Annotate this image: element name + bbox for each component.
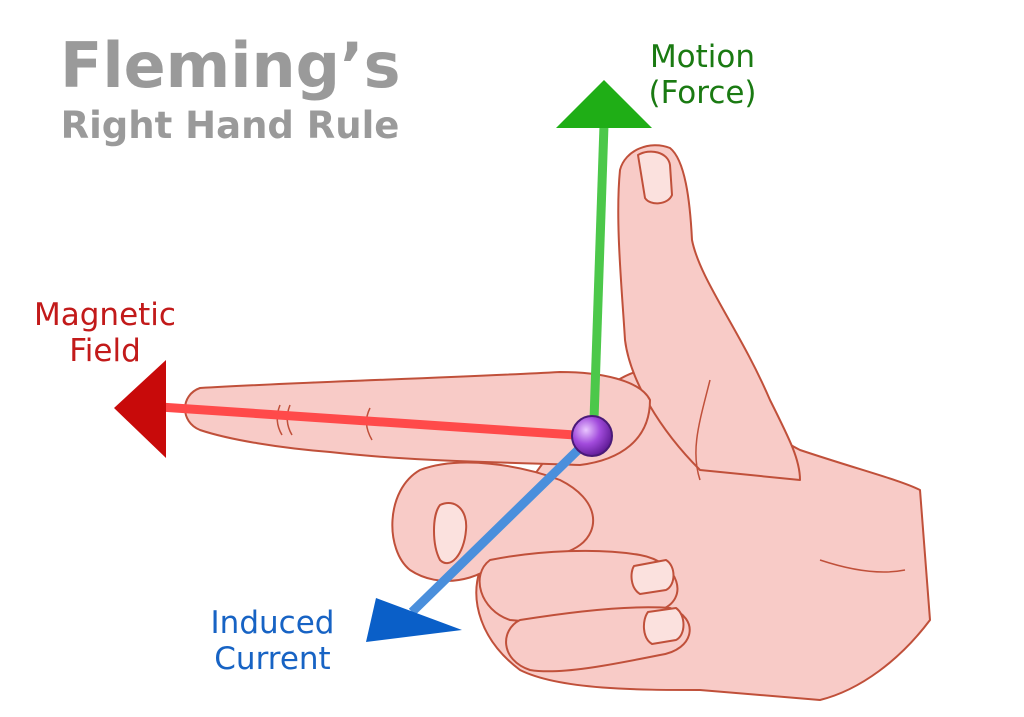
magnetic-label-line1: Magnetic: [34, 297, 176, 333]
magnetic-arrow-line: [159, 402, 591, 441]
current-arrowhead: [366, 598, 462, 642]
index-finger: [184, 371, 651, 466]
thumb-nail: [637, 150, 673, 205]
induced-label-line1: Induced: [210, 605, 335, 641]
motion-label: Motion (Force): [620, 39, 785, 111]
motion-arrowhead: [556, 80, 652, 128]
magnetic-label-line2: Field: [69, 332, 141, 369]
motion-label-line1: Motion: [649, 39, 756, 75]
current-arrow-line: [408, 444, 584, 616]
motion-arrow-line: [589, 124, 609, 421]
ring-nail: [630, 559, 675, 595]
induced-label-line2: Current: [214, 640, 331, 677]
title-line-2: Right Hand Rule: [60, 104, 400, 147]
magnetic-field-label: Magnetic Field: [10, 297, 200, 369]
title-line-1: Fleming’s: [60, 29, 401, 102]
motion-label-line2: (Force): [648, 74, 757, 111]
middle-nail: [433, 502, 468, 565]
magnetic-arrowhead: [114, 360, 166, 458]
thumb: [617, 144, 801, 481]
induced-current-label: Induced Current: [190, 605, 355, 677]
little-nail: [642, 607, 685, 645]
origin-sphere: [571, 415, 613, 457]
